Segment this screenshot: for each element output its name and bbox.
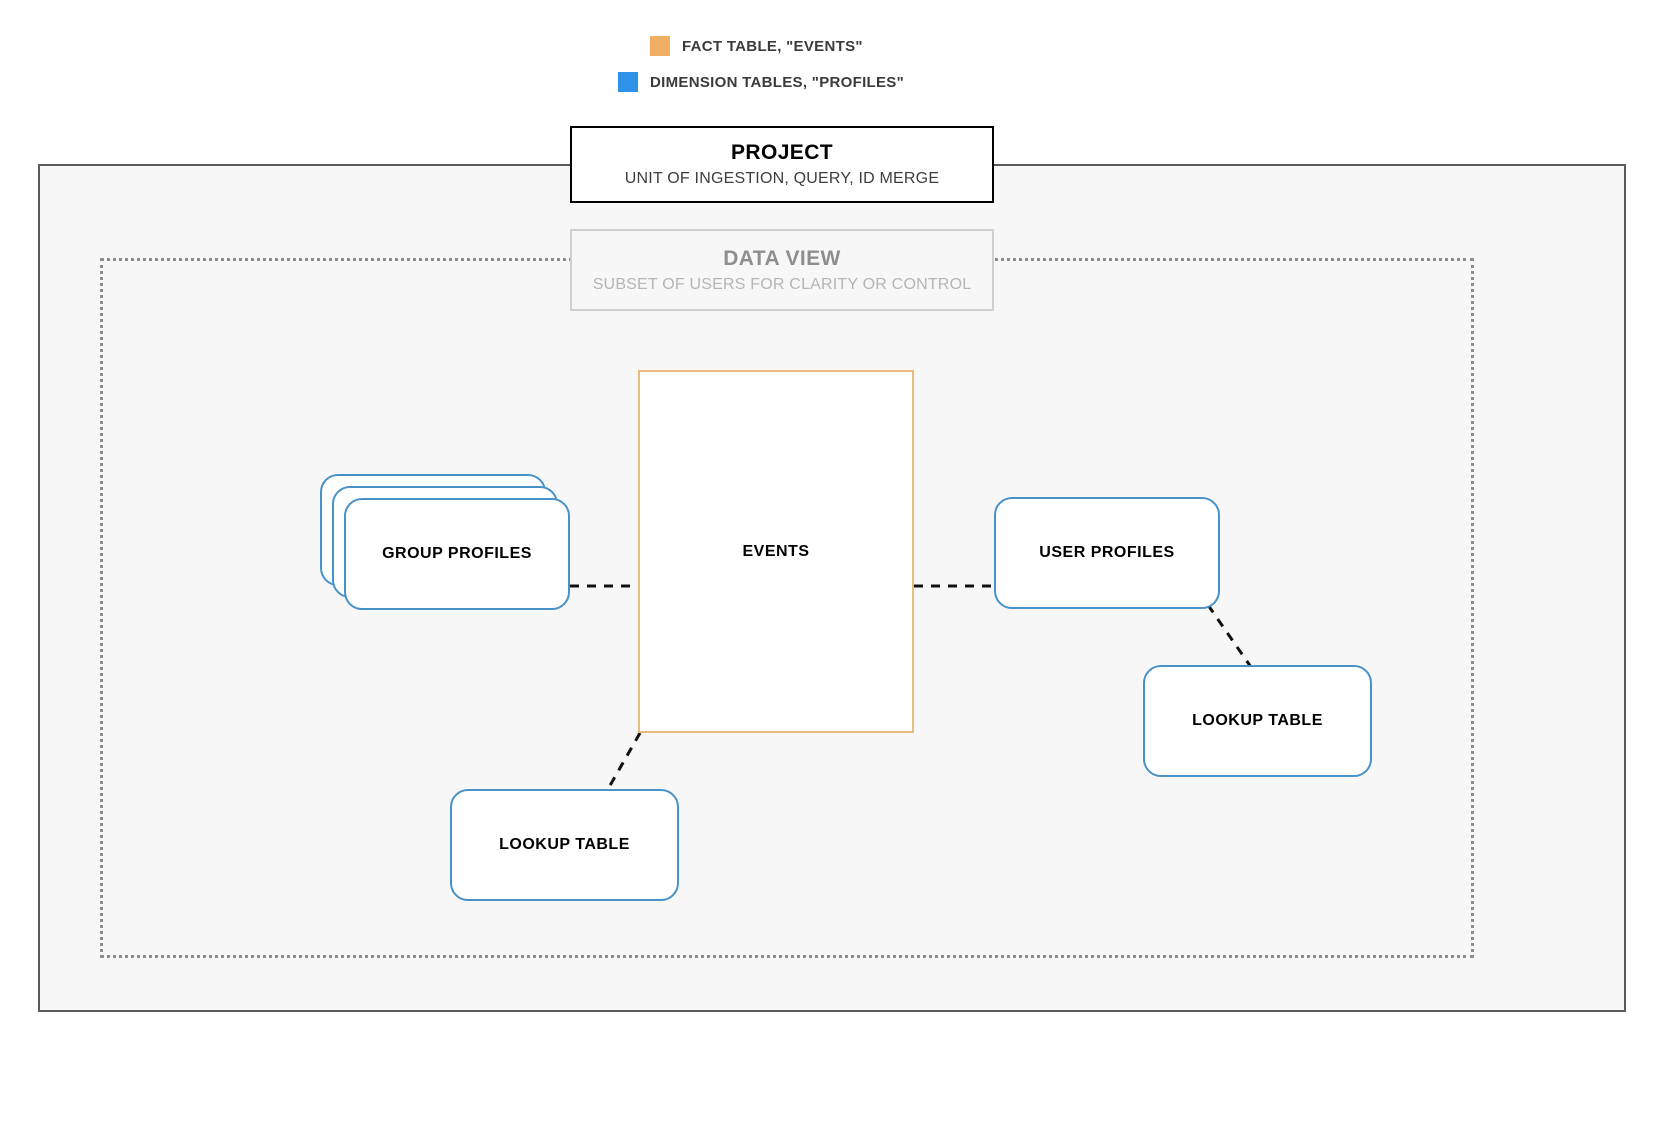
legend-label-fact-table: FACT TABLE, "EVENTS" [682,37,863,55]
project-header-box: PROJECT UNIT OF INGESTION, QUERY, ID MER… [570,126,994,203]
square-swatch-icon [650,36,670,56]
data-view-header-box: DATA VIEW SUBSET OF USERS FOR CLARITY OR… [570,229,994,311]
node-user-profiles[interactable]: USER PROFILES [994,497,1220,609]
legend: FACT TABLE, "EVENTS" DIMENSION TABLES, "… [0,28,1664,100]
square-swatch-icon [618,72,638,92]
node-lookup-table-left-label: LOOKUP TABLE [499,836,630,853]
node-lookup-table-right[interactable]: LOOKUP TABLE [1143,665,1372,777]
data-view-title: DATA VIEW [723,246,841,270]
node-lookup-table-left[interactable]: LOOKUP TABLE [450,789,679,901]
node-lookup-table-right-label: LOOKUP TABLE [1192,712,1323,729]
node-user-profiles-label: USER PROFILES [1039,544,1175,561]
project-subtitle: UNIT OF INGESTION, QUERY, ID MERGE [624,170,940,187]
node-events[interactable]: EVENTS [638,370,914,733]
node-group-profiles-sheet-front: GROUP PROFILES [344,498,570,610]
project-title: PROJECT [731,141,833,164]
node-events-label: EVENTS [742,542,810,560]
data-view-subtitle: SUBSET OF USERS FOR CLARITY OR CONTROL [592,275,972,293]
legend-label-dimension-tables: DIMENSION TABLES, "PROFILES" [650,73,905,91]
node-group-profiles-label: GROUP PROFILES [382,545,532,562]
legend-item-fact-table: FACT TABLE, "EVENTS" [0,28,1664,64]
node-group-profiles[interactable]: GROUP PROFILES [320,474,570,610]
legend-item-dimension-tables: DIMENSION TABLES, "PROFILES" [0,64,1664,100]
